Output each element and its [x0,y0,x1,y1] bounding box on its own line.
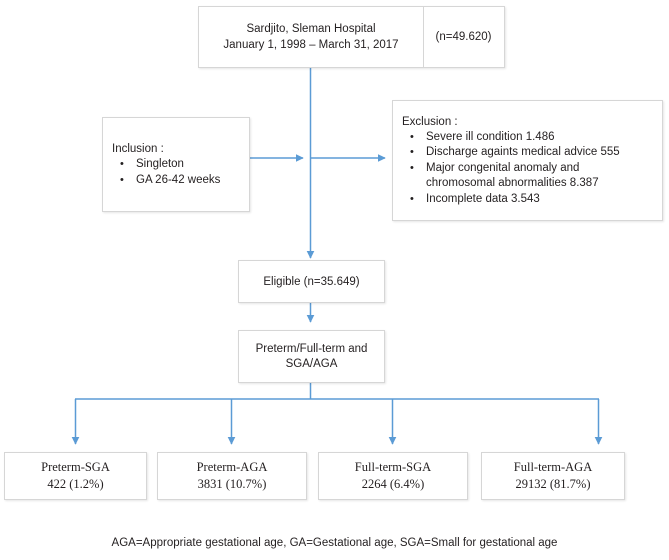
inclusion-list: Singleton GA 26-42 weeks [112,157,240,188]
source-line-1: Sardjito, Sleman Hospital [246,23,376,35]
group-value: 29132 (81.7%) [515,477,591,491]
group-box-preterm-aga: Preterm-AGA 3831 (10.7%) [157,452,307,500]
list-item: Singleton [112,157,240,173]
split-box: Preterm/Full-term and SGA/AGA [238,330,385,383]
group-box-preterm-sga: Preterm-SGA 422 (1.2%) [4,452,147,500]
split-line-2: SGA/AGA [285,357,338,370]
source-count-cell: (n=49.620) [423,7,504,67]
eligible-box: Eligible (n=35.649) [238,260,385,303]
inclusion-box: Inclusion : Singleton GA 26-42 weeks [102,117,250,212]
exclusion-header: Exclusion : [402,115,458,128]
source-count-label: (n=49.620) [435,31,492,43]
list-item: GA 26-42 weeks [112,173,240,189]
group-name: Preterm-SGA [41,460,110,474]
figure-footnote: AGA=Appropriate gestational age, GA=Gest… [111,537,558,549]
source-line-2: January 1, 1998 – March 31, 2017 [223,39,399,51]
list-item: Discharge againts medical advice 555 [402,145,653,161]
group-name: Full-term-SGA [354,460,432,474]
list-item-continuation: chromosomal abnormalities 8.387 [426,177,599,190]
group-name: Preterm-AGA [196,460,268,474]
group-box-full-term-sga: Full-term-SGA 2264 (6.4%) [318,452,468,500]
list-item: Severe ill condition 1.486 [402,130,653,146]
source-box-divider [423,7,424,67]
split-line-1: Preterm/Full-term and [255,342,368,355]
list-item: Major congenital anomaly and [402,161,653,177]
exclusion-box: Exclusion : Severe ill condition 1.486 D… [392,100,663,221]
group-value: 2264 (6.4%) [361,477,425,491]
group-box-full-term-aga: Full-term-AGA 29132 (81.7%) [481,452,625,500]
source-box-text: Sardjito, Sleman Hospital January 1, 199… [199,7,423,67]
group-name: Full-term-AGA [513,460,593,474]
group-value: 3831 (10.7%) [197,477,267,491]
list-item: Incomplete data 3.543 [402,192,653,208]
exclusion-list: Severe ill condition 1.486 Discharge aga… [402,130,653,208]
group-value: 422 (1.2%) [47,477,104,491]
eligible-label: Eligible (n=35.649) [263,275,360,288]
inclusion-header: Inclusion : [112,143,164,155]
source-box: Sardjito, Sleman Hospital January 1, 199… [198,6,505,68]
